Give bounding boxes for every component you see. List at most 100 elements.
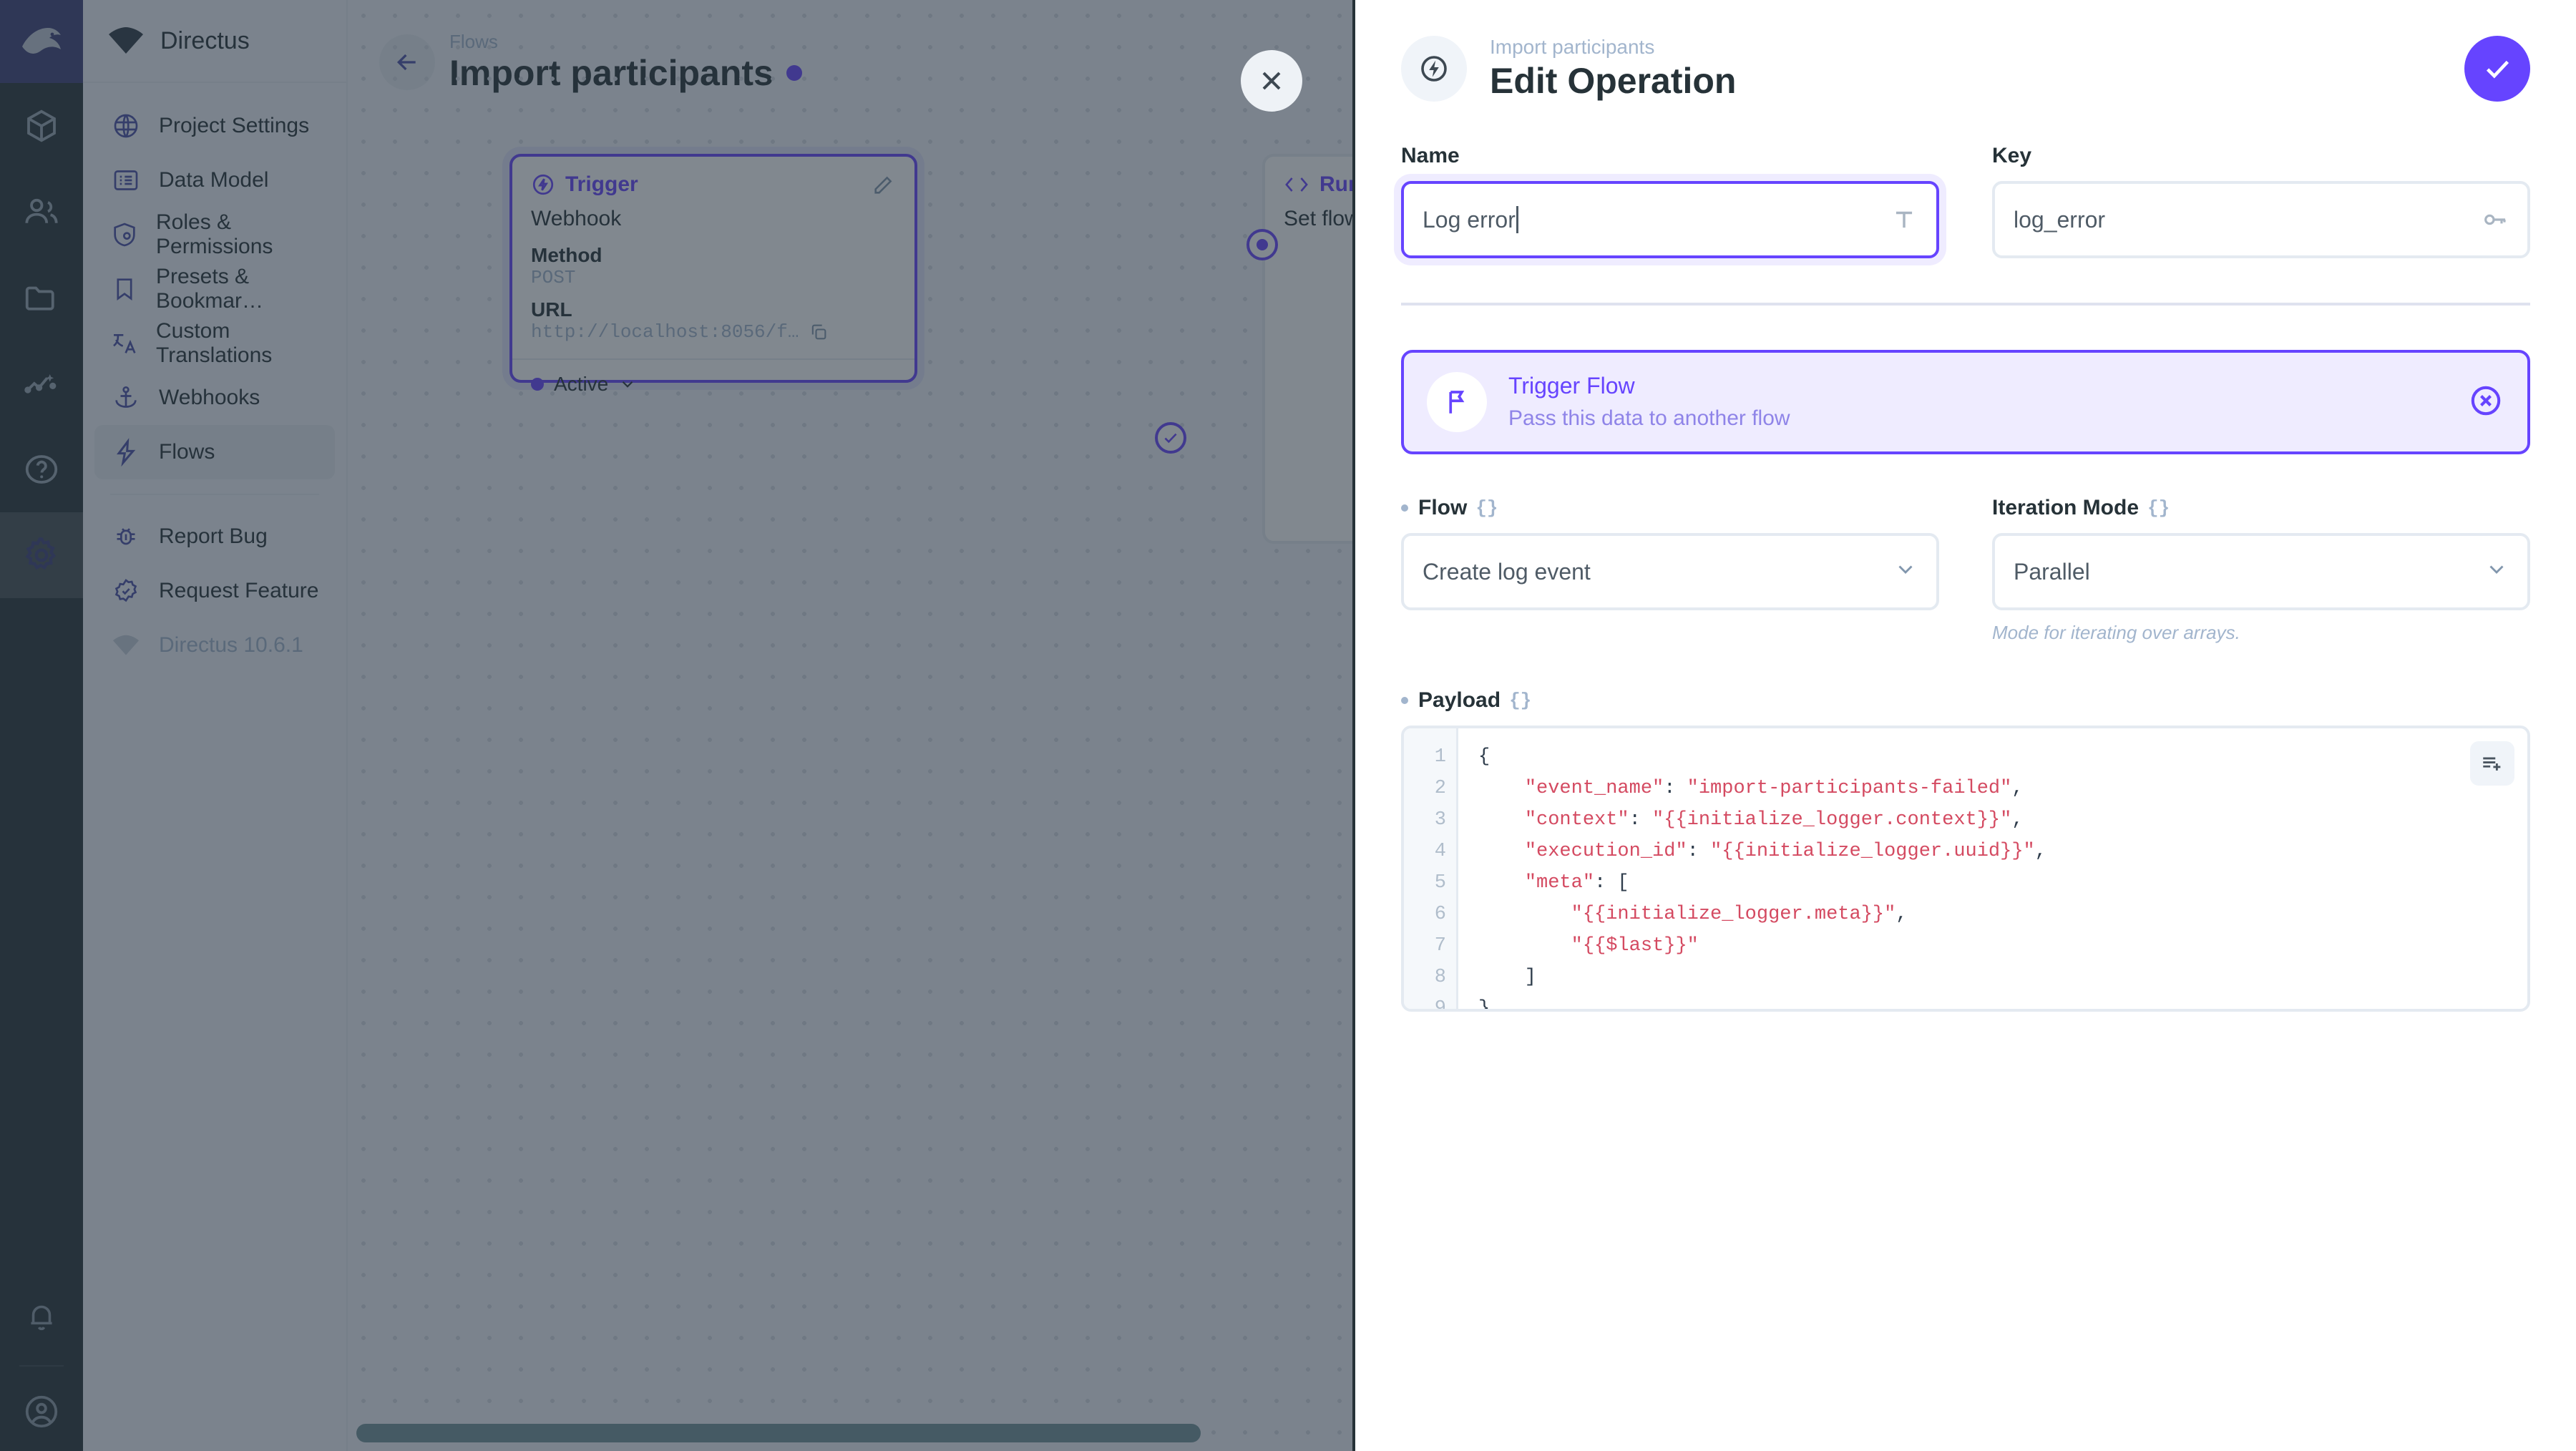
rail-item-account[interactable] — [0, 1372, 83, 1451]
payload-brace: {} — [1509, 690, 1532, 712]
translate-icon — [110, 328, 139, 359]
editor-line: "context": "{{initialize_logger.context}… — [1478, 804, 2527, 836]
sidebar-item-roles-permissions[interactable]: Roles & Permissions — [94, 207, 335, 262]
sidebar-item-data-model[interactable]: Data Model — [94, 153, 335, 207]
editor-line: { — [1478, 741, 2527, 773]
editor-token: ] — [1478, 967, 1537, 989]
key-input-value: log_error — [2014, 206, 2106, 233]
name-label: Name — [1401, 144, 1460, 167]
rail-item-insights[interactable] — [0, 341, 83, 426]
gear-icon — [25, 537, 57, 570]
operation-card-title: Trigger Flow — [1508, 373, 1635, 399]
editor-token: "execution_id" — [1524, 841, 1687, 863]
editor-token — [1478, 872, 1525, 894]
bookmark-icon — [110, 273, 139, 305]
chevron-down-icon — [2484, 557, 2509, 587]
editor-content[interactable]: { "event_name": "import-participants-fai… — [1458, 728, 2527, 1009]
rail-item-docs[interactable] — [0, 426, 83, 512]
chevron-down-icon — [1893, 557, 1918, 587]
editor-token: "{{initialize_logger.context}}" — [1652, 809, 2012, 831]
bolt-circle-icon — [1421, 55, 1447, 82]
payload-label: Payload {} — [1401, 688, 2530, 713]
flow-select[interactable]: Create log event — [1401, 533, 1939, 611]
save-button[interactable] — [2464, 35, 2530, 102]
editor-token: "import-participants-failed" — [1687, 778, 2012, 800]
editor-token — [1478, 809, 1525, 831]
node-port-resolve[interactable] — [1155, 422, 1186, 454]
copy-icon[interactable] — [809, 322, 829, 342]
sidebar-item-webhooks[interactable]: Webhooks — [94, 371, 335, 425]
flow-node-trigger[interactable]: Trigger Webhook Method POST URL http://l… — [509, 154, 917, 395]
key-label: Key — [1992, 144, 2032, 167]
editor-line: } — [1478, 993, 2527, 1012]
editor-line: "{{initialize_logger.meta}}", — [1478, 899, 2527, 930]
sidebar-item-presets-bookmarks[interactable]: Presets & Bookmar… — [94, 262, 335, 316]
flag-icon — [1427, 372, 1487, 433]
editor-token: } — [1478, 998, 1491, 1012]
iteration-label: Iteration Mode {} — [1992, 496, 2530, 520]
list-alt-icon — [110, 165, 142, 196]
module-rail — [0, 0, 83, 1451]
editor-line: ] — [1478, 962, 2527, 993]
sidebar-item-request-feature[interactable]: Request Feature — [94, 564, 335, 618]
node-field-label: Method — [531, 244, 602, 266]
payload-label-text: Payload — [1418, 688, 1501, 713]
rail-item-users[interactable] — [0, 169, 83, 255]
node-name: Webhook — [531, 207, 622, 230]
flow-label-text: Flow — [1418, 496, 1468, 520]
sidebar-item-label: Flows — [159, 440, 215, 464]
editor-token: "{{initialize_logger.meta}}" — [1571, 904, 1896, 926]
close-drawer-button[interactable] — [1241, 50, 1302, 112]
rail-item-notifications[interactable] — [0, 1274, 83, 1359]
insert-variable-button[interactable] — [2470, 741, 2514, 786]
flow-select-value: Create log event — [1423, 558, 1591, 585]
sidebar-header: Directus — [83, 0, 346, 83]
node-status[interactable]: Active — [512, 358, 914, 409]
horizontal-scrollbar[interactable] — [356, 1424, 1201, 1442]
settings-sidebar: Directus Project Settings Data Model — [83, 0, 348, 1451]
editor-token: "meta" — [1524, 872, 1595, 894]
directus-rabbit-logo-icon — [22, 28, 61, 54]
node-type-text: Trigger — [565, 172, 638, 196]
help-icon — [25, 455, 58, 484]
editor-token — [1675, 778, 1687, 799]
bolt-icon — [110, 436, 142, 468]
sidebar-item-flows[interactable]: Flows — [94, 425, 335, 479]
sidebar-version: Directus 10.6.1 — [94, 618, 335, 673]
chevron-down-icon[interactable] — [618, 375, 637, 394]
text-format-icon — [1890, 206, 1918, 233]
name-input[interactable]: Log error — [1401, 181, 1939, 258]
sidebar-item-report-bug[interactable]: Report Bug — [94, 509, 335, 564]
editor-line-number: 5 — [1434, 872, 1446, 894]
sidebar-nav-list: Project Settings Data Model Roles & Perm… — [83, 83, 346, 673]
operation-type-card[interactable]: Trigger Flow Pass this data to another f… — [1401, 350, 2530, 455]
editor-line-number: 2 — [1434, 778, 1446, 800]
rail-item-content[interactable] — [0, 83, 83, 169]
node-field-label: URL — [531, 298, 572, 321]
editor-token: "event_name" — [1524, 778, 1664, 800]
flow-label: Flow {} — [1401, 496, 1939, 520]
sidebar-item-project-settings[interactable]: Project Settings — [94, 99, 335, 153]
drawer-breadcrumb[interactable]: Import participants — [1490, 36, 1655, 58]
drawer-header: Import participants Edit Operation — [1355, 0, 2576, 102]
pencil-icon[interactable] — [872, 172, 896, 197]
playlist-add-icon — [2483, 757, 2501, 771]
editor-line: "meta": [ — [1478, 867, 2527, 899]
rail-logo[interactable] — [0, 0, 83, 83]
node-port-input[interactable] — [1246, 229, 1278, 260]
rail-item-files[interactable] — [0, 255, 83, 341]
iteration-select[interactable]: Parallel — [1992, 533, 2530, 611]
clear-operation-button[interactable] — [2467, 382, 2504, 423]
name-key-row: Name Log error Key log_error — [1401, 144, 2530, 258]
editor-line-number: 8 — [1434, 967, 1446, 989]
editor-line-number: 9 — [1434, 998, 1446, 1012]
key-input[interactable]: log_error — [1992, 181, 2530, 258]
editor-token — [1478, 841, 1525, 862]
sidebar-item-custom-translations[interactable]: Custom Translations — [94, 316, 335, 371]
box-icon — [27, 109, 56, 142]
editor-token: , — [2011, 778, 2024, 800]
rail-item-settings[interactable] — [0, 512, 83, 598]
